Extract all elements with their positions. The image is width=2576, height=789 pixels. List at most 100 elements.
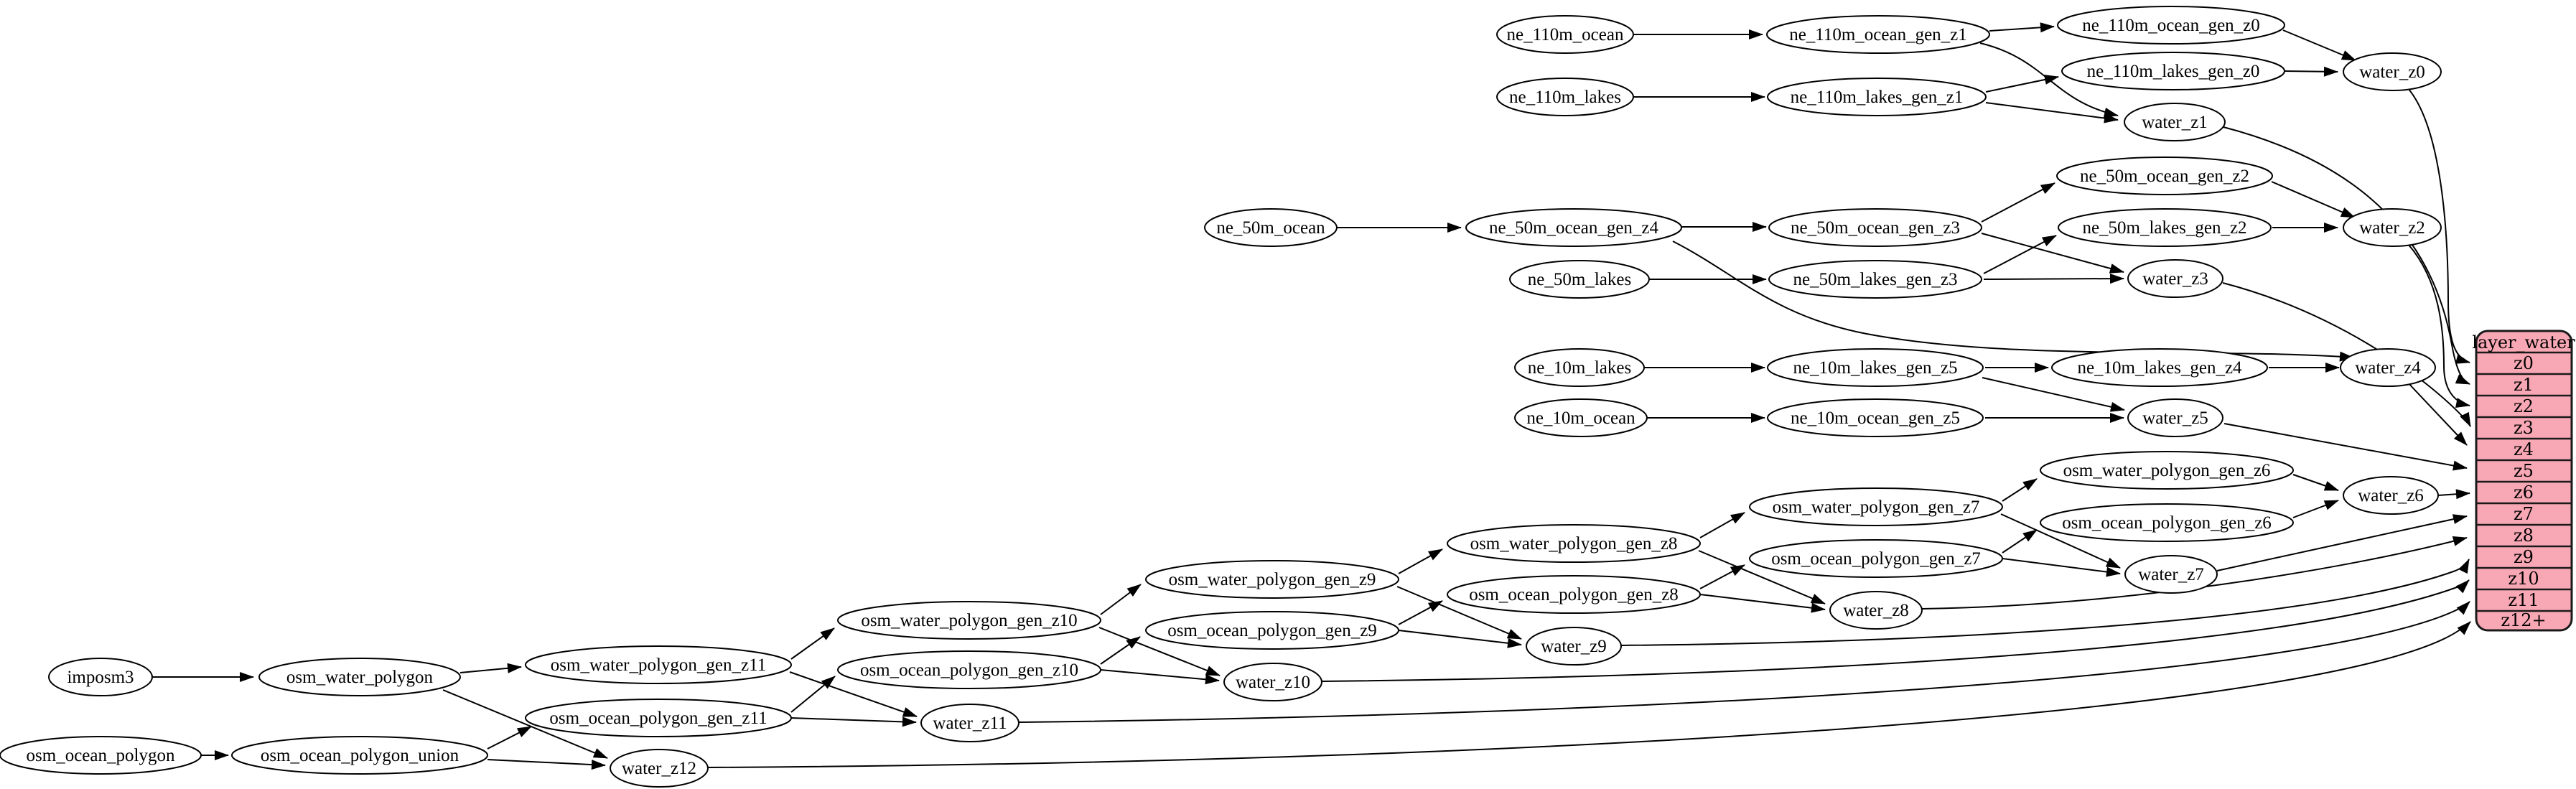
node-water_z10: water_z10 <box>1223 663 1322 701</box>
table-row-z9: z9 <box>2514 547 2534 567</box>
node-ne_50m_lakes_gen_z2: ne_50m_lakes_gen_z2 <box>2058 208 2272 247</box>
node-shape <box>1767 398 1984 437</box>
node-label: ne_110m_ocean_gen_z1 <box>1789 25 1967 45</box>
node-label: ne_50m_lakes_gen_z2 <box>2082 218 2246 238</box>
edge-ne_110m_lakes_gen_z0--water_z0 <box>2284 66 2338 77</box>
node-label: ne_50m_ocean_gen_z3 <box>1791 218 1960 238</box>
node-shape <box>1766 15 1990 54</box>
node-ne_110m_ocean_gen_z0: ne_110m_ocean_gen_z0 <box>2057 6 2285 45</box>
table-row-z7: z7 <box>2514 504 2534 524</box>
node-ne_10m_ocean_gen_z5: ne_10m_ocean_gen_z5 <box>1767 398 1984 437</box>
node-shape <box>1447 524 1701 563</box>
edge-ne_110m_lakes_gen_z1--water_z1 <box>1985 102 2119 123</box>
node-water_z4: water_z4 <box>2340 348 2436 387</box>
node-osm_ocean_polygon_gen_z11: osm_ocean_polygon_gen_z11 <box>525 699 792 737</box>
node-shape <box>48 658 153 696</box>
edge-osm_water_polygon_gen_z7--osm_water_polygon_gen_z6 <box>2002 478 2038 502</box>
node-label: water_z5 <box>2142 408 2208 428</box>
node-shape <box>525 699 792 737</box>
node-shape <box>231 736 488 775</box>
node-water_z9: water_z9 <box>1526 627 1622 666</box>
node-ne_110m_lakes: ne_110m_lakes <box>1496 78 1634 116</box>
edge-water_z2--layer_water-z2 <box>2407 243 2470 408</box>
node-label: osm_ocean_polygon_gen_z9 <box>1167 621 1377 640</box>
edge-water_z0--layer_water-z0 <box>2407 88 2470 364</box>
node-shape <box>2124 103 2226 141</box>
node-label: ne_10m_lakes <box>1528 358 1631 378</box>
edge-ne_110m_ocean_gen_z0--water_z0 <box>2282 29 2356 61</box>
node-shape <box>2340 348 2436 387</box>
table-row-z10: z10 <box>2508 569 2539 589</box>
edge-water_z9--layer_water-z9 <box>1620 559 2470 646</box>
node-ne_110m_lakes_gen_z0: ne_110m_lakes_gen_z0 <box>2061 52 2285 90</box>
layer-water-table: layer_water z0 z1 z2 z3 z4 z5 z6 z7 z8 z… <box>2472 330 2575 632</box>
edge-osm_ocean_polygon_gen_z10--osm_ocean_polygon_gen_z9 <box>1100 636 1141 665</box>
node-label: water_z2 <box>2359 218 2425 238</box>
node-osm_ocean_polygon_gen_z9: osm_ocean_polygon_gen_z9 <box>1145 611 1399 650</box>
node-label: osm_water_polygon_gen_z7 <box>1773 498 1980 517</box>
node-osm_water_polygon_gen_z10: osm_water_polygon_gen_z10 <box>837 601 1101 640</box>
node-ne_110m_lakes_gen_z1: ne_110m_lakes_gen_z1 <box>1767 78 1987 116</box>
edge-ne_50m_lakes_gen_z3--ne_50m_lakes_gen_z2 <box>1983 235 2057 274</box>
node-label: ne_50m_ocean_gen_z2 <box>2080 167 2249 186</box>
node-label: ne_50m_lakes <box>1528 270 1631 289</box>
node-label: osm_ocean_polygon_gen_z10 <box>860 660 1078 680</box>
node-label: osm_water_polygon_gen_z6 <box>2063 461 2271 480</box>
node-shape <box>1768 260 1982 299</box>
node-ne_10m_ocean: ne_10m_ocean <box>1514 398 1648 437</box>
node-osm_water_polygon_gen_z7: osm_water_polygon_gen_z7 <box>1749 487 2003 526</box>
edge-osm_water_polygon--water_z12 <box>442 689 608 759</box>
node-water_z6: water_z6 <box>2343 476 2439 515</box>
edge-osm_ocean_polygon_gen_z10--water_z10 <box>1100 669 1220 685</box>
node-label: osm_water_polygon_gen_z10 <box>861 611 1077 630</box>
node-shape <box>1514 398 1648 437</box>
node-shape <box>1829 591 1923 630</box>
node-label: water_z1 <box>2142 113 2208 132</box>
node-osm_ocean_polygon_gen_z10: osm_ocean_polygon_gen_z10 <box>837 650 1101 689</box>
edge-osm_water_polygon_gen_z9--water_z9 <box>1396 586 1522 640</box>
node-label: ne_10m_ocean <box>1526 408 1635 428</box>
node-label: ne_50m_ocean <box>1216 218 1325 238</box>
node-shape <box>1204 208 1338 247</box>
edge-osm_water_polygon_gen_z10--water_z10 <box>1098 627 1221 676</box>
node-shape <box>525 645 792 684</box>
node-shape <box>2124 555 2218 594</box>
edge-osm_ocean_polygon_gen_z8--water_z8 <box>1699 594 1826 613</box>
node-shape <box>1767 78 1987 116</box>
node-water_z7: water_z7 <box>2124 555 2218 594</box>
node-shape <box>258 658 461 696</box>
node-label: osm_ocean_polygon_gen_z6 <box>2062 513 2272 533</box>
table-row-separators <box>2476 351 2572 612</box>
node-shape <box>1749 539 2003 578</box>
node-label: water_z9 <box>1541 637 1607 656</box>
node-shape <box>1768 208 1982 247</box>
node-label: water_z10 <box>1236 673 1310 692</box>
edges <box>152 22 2471 770</box>
node-water_z11: water_z11 <box>920 704 1019 742</box>
node-water_z8: water_z8 <box>1829 591 1923 630</box>
node-label: ne_110m_ocean <box>1507 25 1624 45</box>
node-label: osm_ocean_polygon_gen_z11 <box>549 709 767 728</box>
node-label: osm_ocean_polygon <box>27 746 175 765</box>
edge-ne_50m_ocean_gen_z3--ne_50m_ocean_gen_z2 <box>1981 182 2055 223</box>
node-shape <box>2057 6 2285 45</box>
node-label: ne_50m_ocean_gen_z4 <box>1489 218 1659 238</box>
table-row-z6: z6 <box>2514 482 2534 503</box>
node-shape <box>2127 398 2223 437</box>
node-shape <box>1514 348 1645 387</box>
edge-ne_50m_ocean_gen_z2--water_z2 <box>2271 181 2356 218</box>
node-label: water_z6 <box>2358 486 2424 505</box>
edge-osm_ocean_polygon_gen_z8--osm_ocean_polygon_gen_z7 <box>1699 564 1745 589</box>
node-label: water_z12 <box>622 759 696 778</box>
table-row-z4: z4 <box>2514 439 2534 459</box>
edge-osm_water_polygon_gen_z10--osm_water_polygon_gen_z9 <box>1100 584 1142 615</box>
node-ne_10m_lakes: ne_10m_lakes <box>1514 348 1645 387</box>
node-ne_50m_ocean_gen_z4: ne_50m_ocean_gen_z4 <box>1465 208 1682 247</box>
node-ne_10m_lakes_gen_z5: ne_10m_lakes_gen_z5 <box>1767 348 1984 387</box>
edge-osm_ocean_polygon_gen_z7--water_z7 <box>2002 558 2121 577</box>
edge-osm_water_polygon_gen_z9--osm_water_polygon_gen_z8 <box>1398 548 1443 574</box>
node-water_z12: water_z12 <box>610 749 709 788</box>
node-label: osm_water_polygon <box>286 668 434 687</box>
node-label: water_z0 <box>2359 62 2425 82</box>
node-osm_ocean_polygon: osm_ocean_polygon <box>0 736 202 775</box>
